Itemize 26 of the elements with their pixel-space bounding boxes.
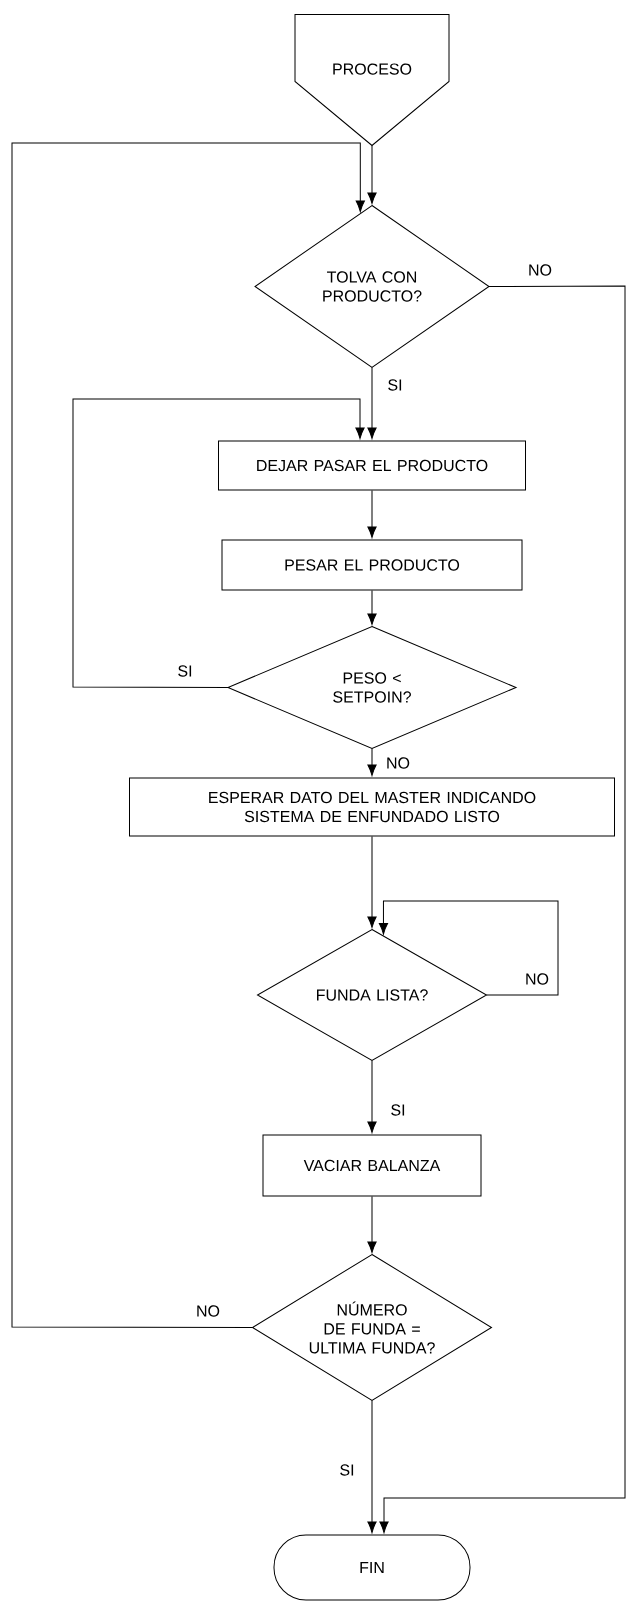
arrow — [367, 590, 377, 625]
arrow — [367, 1400, 377, 1533]
arrow — [367, 367, 377, 439]
arrow — [367, 836, 377, 928]
process-box: DEJAR PASAR EL PRODUCTO — [218, 440, 526, 491]
arrow — [11, 142, 365, 1328]
edge-label: SI — [176, 664, 194, 678]
process-box: VACIAR BALANZA — [262, 1134, 482, 1197]
edge-label: NO — [527, 263, 553, 277]
arrow — [379, 285, 626, 1533]
off-page-connector: PROCESO — [294, 14, 450, 146]
arrow — [367, 145, 377, 204]
arrow — [367, 490, 377, 538]
arrow — [367, 1060, 377, 1133]
edge-label: NO — [385, 756, 411, 770]
arrow — [72, 398, 365, 688]
edge-label: SI — [338, 1463, 356, 1477]
process-box: ESPERAR DATO DEL MASTER INDICANDO SISTEMA DE ENFUNDADO LISTO — [129, 777, 615, 837]
edge-label: SI — [386, 378, 404, 392]
process-box: PESAR EL PRODUCTO — [221, 539, 523, 591]
arrow — [367, 1196, 377, 1253]
edge-label: SI — [389, 1103, 407, 1117]
arrow — [367, 748, 377, 776]
edge-label: NO — [195, 1304, 221, 1318]
edge-label: NO — [524, 972, 550, 986]
arrow — [378, 900, 559, 996]
